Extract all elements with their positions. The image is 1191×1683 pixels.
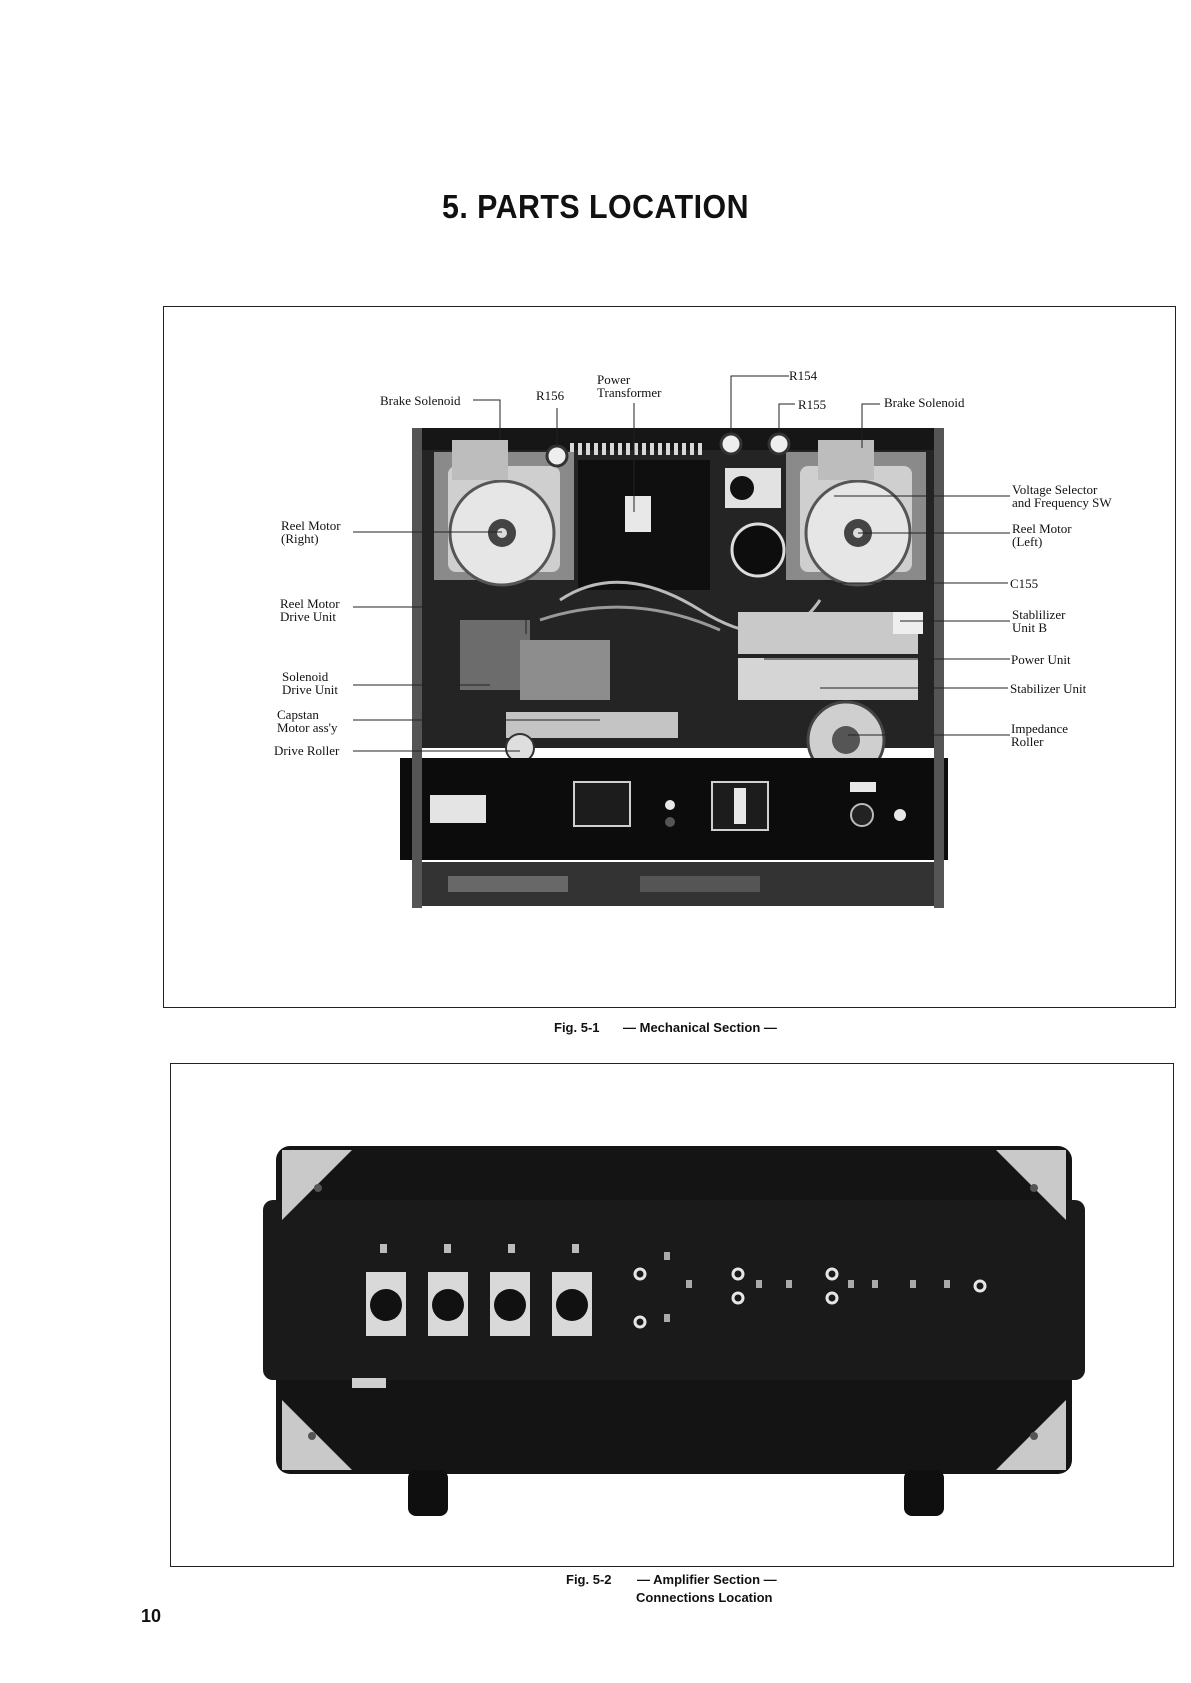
figure-5-2-caption-line2: Connections Location: [636, 1590, 773, 1605]
label-reel-motor-drive-line1: Reel Motor: [280, 596, 340, 611]
label-reel-motor-drive-line2: Drive Unit: [280, 609, 336, 624]
label-power-unit: Power Unit: [1011, 652, 1071, 667]
label-solenoid-drive-line1: Solenoid: [282, 669, 329, 684]
label-impedance-line2: Roller: [1011, 734, 1044, 749]
label-capstan-line1: Capstan: [277, 707, 319, 722]
label-r155: R155: [798, 397, 827, 412]
label-r156: R156: [536, 388, 565, 403]
label-stabilizer-b-line2: Unit B: [1012, 620, 1048, 635]
label-brake-solenoid-right: Brake Solenoid: [884, 395, 965, 410]
label-brake-solenoid-left: Brake Solenoid: [380, 393, 461, 408]
label-stabilizer-unit: Stabilizer Unit: [1010, 681, 1087, 696]
label-reel-motor-left-line1: Reel Motor: [1012, 521, 1072, 536]
page-title: 5. PARTS LOCATION: [442, 188, 749, 225]
label-stabilizer-b-line1: Stablilizer: [1012, 607, 1066, 622]
label-impedance-line1: Impedance: [1011, 721, 1069, 736]
figure-5-1-caption-text: — Mechanical Section —: [623, 1020, 777, 1035]
figure-5-2-caption-line1: — Amplifier Section —: [637, 1572, 777, 1587]
label-voltage-selector-line1: Voltage Selector: [1012, 482, 1098, 497]
figure-5-1-caption-number: Fig. 5-1: [554, 1020, 600, 1035]
label-transformer: Transformer: [597, 385, 662, 400]
label-reel-motor-left-line2: (Left): [1012, 534, 1043, 549]
figure-5-2-caption-number: Fig. 5-2: [566, 1572, 612, 1587]
label-reel-motor-right-line1: Reel Motor: [281, 518, 341, 533]
label-solenoid-drive-line2: Drive Unit: [282, 682, 338, 697]
label-r154: R154: [789, 368, 818, 383]
label-reel-motor-right-line2: (Right): [281, 531, 319, 546]
label-capstan-line2: Motor ass'y: [277, 720, 338, 735]
label-c155: C155: [1010, 576, 1039, 591]
label-power: Power: [597, 372, 631, 387]
label-voltage-selector-line2: and Frequency SW: [1012, 495, 1112, 510]
page-number: 10: [141, 1606, 162, 1626]
label-drive-roller: Drive Roller: [274, 743, 340, 758]
